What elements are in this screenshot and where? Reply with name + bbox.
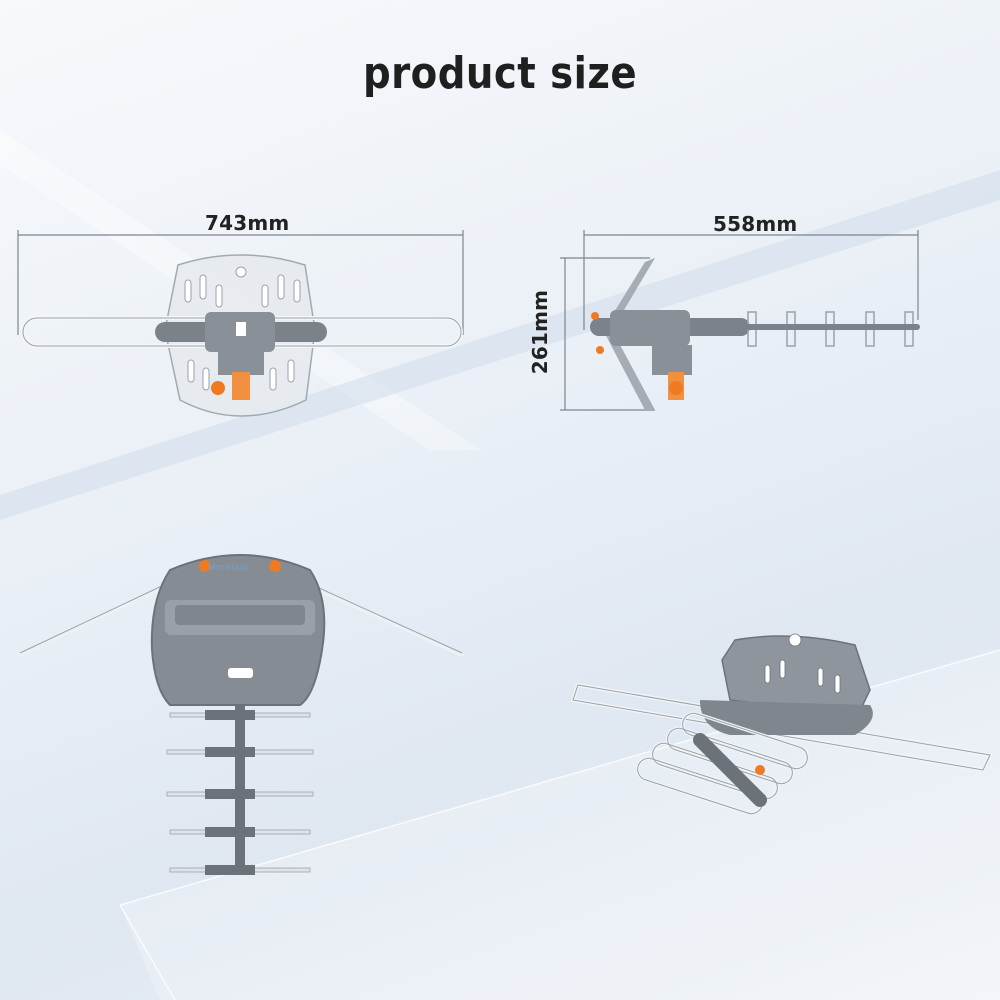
front-orange-knob [211, 381, 225, 395]
perspective-housing [700, 700, 873, 735]
front-width-label: 743mm [205, 211, 290, 235]
top-view-orange-knob-right [269, 560, 281, 572]
side-orange-knob [669, 381, 683, 395]
page-title: product size [362, 48, 638, 99]
side-width-label: 558mm [713, 212, 798, 236]
front-mount-bracket [218, 345, 264, 375]
brand-logo-text: Mornixol [208, 562, 248, 572]
side-height-dimension-line [560, 257, 655, 411]
side-director-elements [747, 311, 914, 347]
side-mount-bracket [652, 345, 692, 375]
side-width-dimension-line [583, 230, 919, 330]
top-view-orange-knob-left [199, 560, 211, 572]
perspective-orange-knob [755, 765, 765, 775]
front-width-dimension-line [17, 230, 464, 335]
